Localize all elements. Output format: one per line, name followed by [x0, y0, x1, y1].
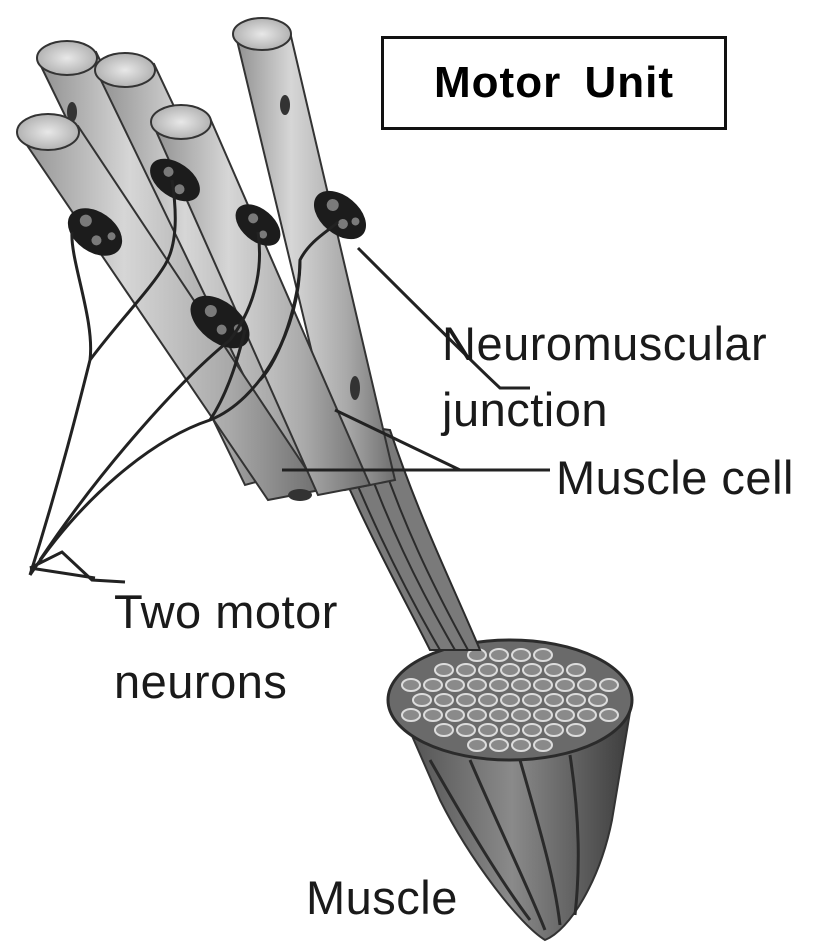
cross-section-cell [600, 709, 618, 721]
cross-section-cell [402, 709, 420, 721]
cross-section-cell [589, 694, 607, 706]
label-neurons: neurons [114, 656, 287, 709]
label-muscle-cell: Muscle cell [556, 452, 794, 505]
cross-section-cell [545, 694, 563, 706]
cross-section-cell [424, 709, 442, 721]
cross-section-cell [457, 724, 475, 736]
label-junction: junction [442, 384, 608, 437]
cross-section-cell [600, 679, 618, 691]
cross-section-cell [523, 664, 541, 676]
cross-section-cell [479, 664, 497, 676]
cross-section-cell [468, 679, 486, 691]
cross-section-cell [534, 679, 552, 691]
cross-section-cell [479, 724, 497, 736]
cross-section-cell [424, 679, 442, 691]
cross-section-cell [479, 694, 497, 706]
cross-section-cell [446, 709, 464, 721]
cross-section-cell [556, 679, 574, 691]
label-muscle: Muscle [306, 872, 458, 925]
cross-section-cell [490, 679, 508, 691]
cross-section-cell [567, 694, 585, 706]
cross-section-cell [457, 694, 475, 706]
label-two-motor: Two motor [114, 586, 338, 639]
cross-section-cell [457, 664, 475, 676]
cross-section-cell [578, 709, 596, 721]
cross-section-cell [545, 664, 563, 676]
cross-section-cell [468, 739, 486, 751]
cross-section-cell [468, 709, 486, 721]
cross-section-cell [512, 709, 530, 721]
cross-section-cell [523, 724, 541, 736]
cross-section-cell [490, 649, 508, 661]
title-box: Motor Unit [381, 36, 727, 130]
cross-section-cell [534, 709, 552, 721]
cross-section-cell [490, 739, 508, 751]
cross-section-cell [501, 724, 519, 736]
cross-section-cell [435, 664, 453, 676]
diagram-title: Motor Unit [434, 58, 674, 108]
cross-section-cell [512, 649, 530, 661]
cross-section-cell [435, 694, 453, 706]
cross-section-cell [501, 664, 519, 676]
cross-section-cell [556, 709, 574, 721]
cross-section-cell [512, 679, 530, 691]
cross-section-cell [523, 694, 541, 706]
cross-section-cell [567, 664, 585, 676]
cross-section-cell [534, 649, 552, 661]
cross-section-cell [534, 739, 552, 751]
cross-section-cell [413, 694, 431, 706]
cross-section-cell [512, 739, 530, 751]
label-neuromuscular: Neuromuscular [442, 318, 767, 371]
cross-section-cell [545, 724, 563, 736]
cross-section-cell [402, 679, 420, 691]
cross-section-cell [435, 724, 453, 736]
cross-section-cell [567, 724, 585, 736]
cross-section-cell [578, 679, 596, 691]
cross-section-cell [446, 679, 464, 691]
cross-section-cell [490, 709, 508, 721]
cross-section-cell [501, 694, 519, 706]
